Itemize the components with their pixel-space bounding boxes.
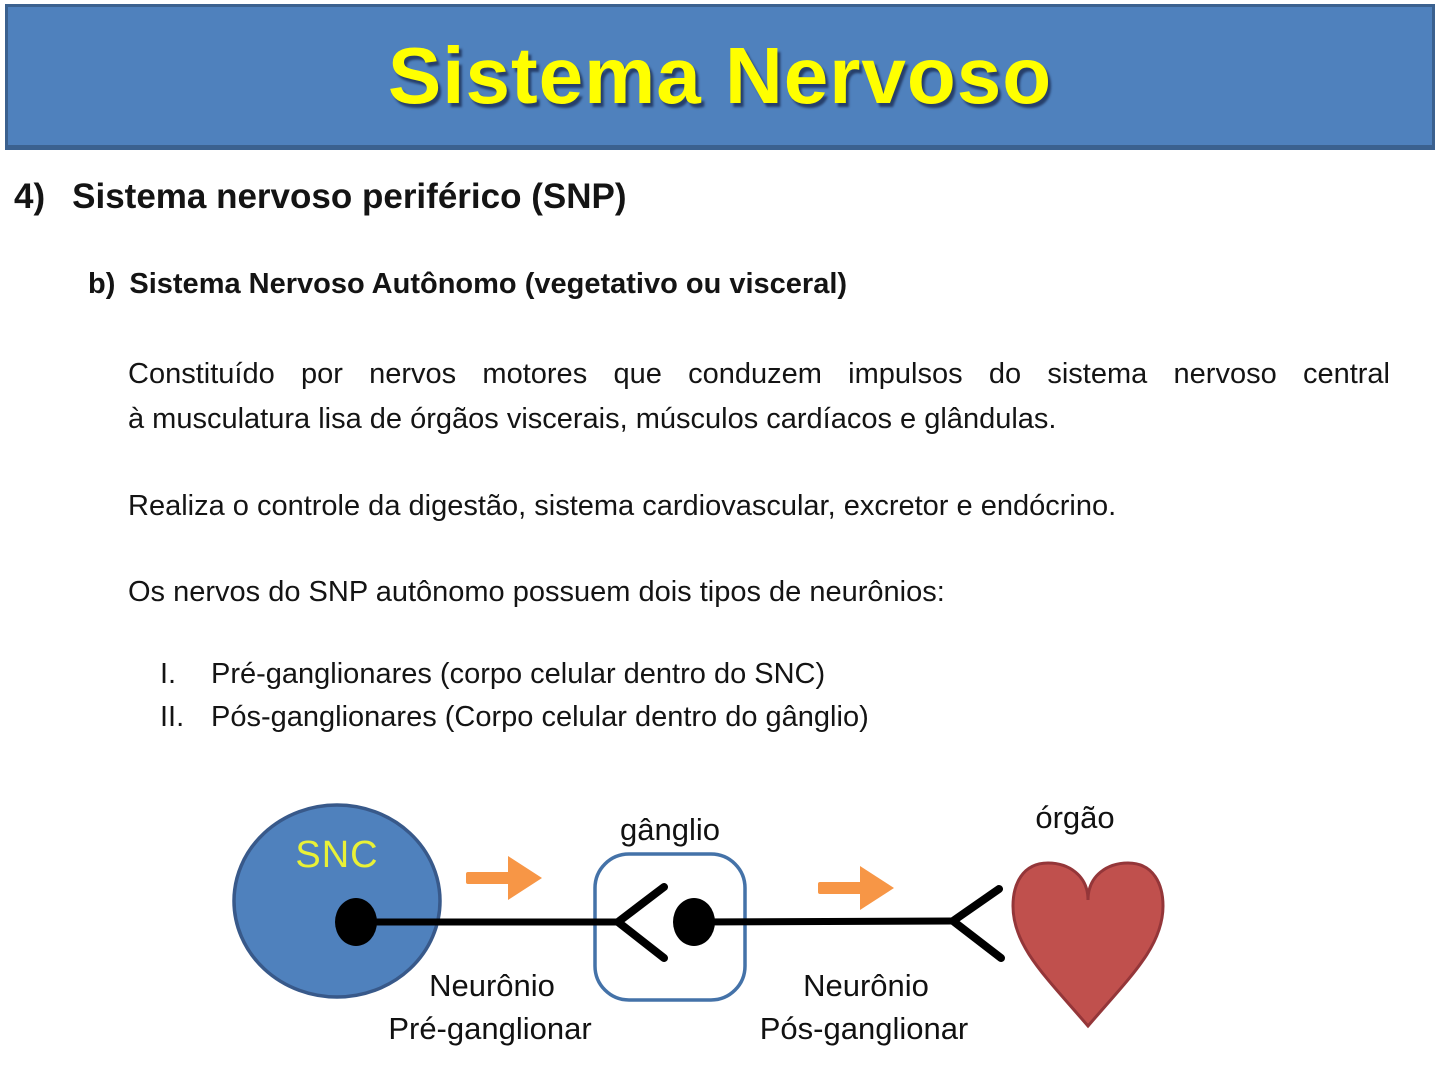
flow-arrow-icon xyxy=(466,856,542,900)
orgao-label: órgão xyxy=(1035,800,1114,835)
preganglionic-terminal-branch xyxy=(614,883,668,962)
postganglionic-terminal-branch xyxy=(949,885,1005,962)
paragraph-nervos: Os nervos do SNP autônomo possuem dois t… xyxy=(128,576,945,608)
paragraph-line: Constituído por nervos motores que condu… xyxy=(128,358,1390,390)
paragraph-constituido: Constituído por nervos motores que condu… xyxy=(128,352,1390,442)
section-heading-marker: 4) xyxy=(14,177,46,216)
list-item: I. Pré-ganglionares (corpo celular dentr… xyxy=(160,653,869,696)
postganglionic-neuron-label-line2: Pós-ganglionar xyxy=(760,1011,969,1046)
autonomic-pathway-diagram: SNC gânglio órgão Neurônio Pré-gangliona… xyxy=(232,800,1165,1046)
snc-label: SNC xyxy=(295,834,378,876)
list-item-text: Pós-ganglionares (Corpo celular dentro d… xyxy=(211,701,869,733)
paragraph-line: à musculatura lisa de órgãos viscerais, … xyxy=(128,403,1057,435)
list-item-marker: I. xyxy=(160,658,177,690)
subsection-heading-text: Sistema Nervoso Autônomo (vegetativo ou … xyxy=(129,268,848,300)
section-heading: 4) Sistema nervoso periférico (SNP) xyxy=(14,176,626,218)
snc-shape xyxy=(232,803,442,999)
preganglionic-soma-icon xyxy=(335,898,377,946)
postganglionic-axon xyxy=(693,917,954,926)
list-item-text: Pré-ganglionares (corpo celular dentro d… xyxy=(211,658,826,690)
slide-title: Sistema Nervoso xyxy=(387,31,1053,120)
preganglionic-neuron-label-line2: Pré-ganglionar xyxy=(388,1011,591,1046)
list-item-marker: II. xyxy=(160,701,185,733)
title-banner: Sistema Nervoso xyxy=(5,4,1435,150)
subsection-heading: b) Sistema Nervoso Autônomo (vegetativo … xyxy=(88,266,847,302)
flow-arrow-icon xyxy=(818,866,894,910)
ganglion-box xyxy=(593,852,747,1002)
heart-icon xyxy=(1011,861,1165,1029)
preganglionic-neuron-label-line1: Neurônio xyxy=(429,968,555,1003)
section-heading-text: Sistema nervoso periférico (SNP) xyxy=(72,177,627,216)
subsection-heading-marker: b) xyxy=(88,268,116,300)
paragraph-realiza: Realiza o controle da digestão, sistema … xyxy=(128,490,1117,522)
postganglionic-neuron-label-line1: Neurônio xyxy=(803,968,929,1003)
list-item: II. Pós-ganglionares (Corpo celular dent… xyxy=(160,696,869,739)
neuron-types-list: I. Pré-ganglionares (corpo celular dentr… xyxy=(160,653,869,739)
ganglio-label: gânglio xyxy=(620,812,720,847)
